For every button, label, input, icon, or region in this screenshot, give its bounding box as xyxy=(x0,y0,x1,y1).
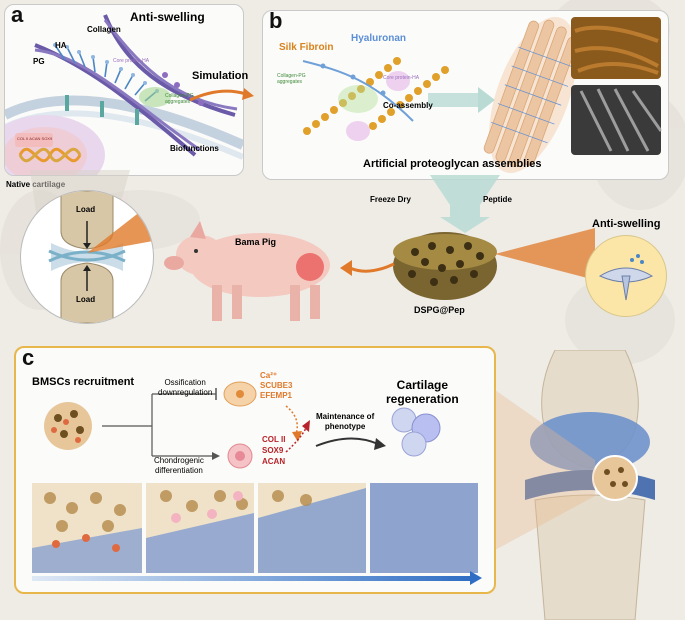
simulation-arrow xyxy=(189,88,254,102)
panel-a: a Anti-swelling Collagen HA PG Core prot… xyxy=(4,4,244,176)
b-core-protein-label: Core protein-HA xyxy=(383,75,420,81)
hyaluronan-label: Hyaluronan xyxy=(351,33,407,44)
biofunctions-label: Biofunctions xyxy=(170,144,219,153)
anti-swelling-circle xyxy=(585,235,667,317)
anti-swelling-beam xyxy=(495,228,595,280)
panel-a-label: a xyxy=(11,4,24,27)
panel-c-illustration xyxy=(32,381,482,585)
gene-chip-label: COL II ACAN SOX9 xyxy=(17,136,53,141)
simulation-label: Simulation xyxy=(192,70,249,82)
core-protein-label: Core protein-HA xyxy=(113,58,150,64)
scaffold-label: DSPG@Pep xyxy=(414,305,465,315)
anti-swelling-illustration xyxy=(598,254,654,301)
peptide-label: Peptide xyxy=(483,195,512,204)
ha-label: HA xyxy=(55,41,67,50)
bama-pig-label: Bama Pig xyxy=(235,237,277,247)
silk-fibroin-label: Silk Fibroin xyxy=(279,42,334,53)
freeze-dry-label: Freeze Dry xyxy=(370,195,411,204)
knee-joint-circle: Load Load xyxy=(20,190,154,324)
joint-illustration xyxy=(48,191,153,323)
load-bottom-label: Load xyxy=(76,295,96,304)
panel-a-illustration xyxy=(5,14,243,175)
scaffold-to-pig-arrow xyxy=(340,260,395,276)
dspg-scaffold xyxy=(393,232,497,300)
knee-illustration xyxy=(495,350,655,620)
bama-pig xyxy=(164,221,330,321)
panel-a-title: Anti-swelling xyxy=(130,10,205,24)
anti-swelling-right-label: Anti-swelling xyxy=(592,218,661,230)
funnel-arrow xyxy=(430,175,500,233)
panel-b-caption: Artificial proteoglycan assemblies xyxy=(363,158,542,170)
load-top-label: Load xyxy=(76,205,96,214)
collagen-label: Collagen xyxy=(87,25,121,34)
co-assembly-label: Co-assembly xyxy=(383,101,433,110)
panel-b-label: b xyxy=(269,10,283,33)
panel-b-illustration xyxy=(302,16,663,174)
pg-label: PG xyxy=(33,57,45,66)
bmscs-recruitment-label: BMSCs recruitment xyxy=(32,376,135,388)
panel-c-label: c xyxy=(22,346,35,370)
